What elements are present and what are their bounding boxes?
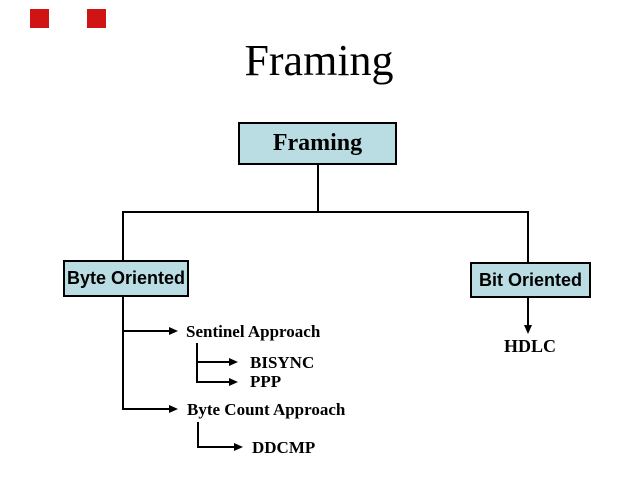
arrowhead-right-icon (169, 405, 178, 413)
label-bisync: BISYNC (250, 353, 315, 372)
sentinel-children-vertical-line (196, 343, 198, 383)
ppp-branch-line (196, 381, 230, 383)
root-node-label: Framing (272, 130, 363, 156)
bisync-branch-line (196, 361, 230, 363)
red-square-decoration (87, 9, 106, 28)
root-node-box: Framing (238, 122, 397, 165)
byte-drop-line (122, 211, 124, 260)
bit-oriented-label: Bit Oriented (478, 269, 582, 290)
ddcmp-branch-line (197, 446, 235, 448)
bit-oriented-node-box: Bit Oriented (470, 262, 591, 298)
byte-subtree-vertical-line (122, 297, 124, 410)
arrowhead-right-icon (234, 443, 243, 451)
byte-oriented-node-box: Byte Oriented (63, 260, 189, 297)
hdlc-arrow-line (527, 298, 529, 326)
slide-title: Framing (244, 36, 394, 85)
label-byte-count-approach: Byte Count Approach (187, 400, 346, 419)
sentinel-branch-line (122, 330, 170, 332)
label-hdlc: HDLC (504, 336, 557, 356)
byte-count-branch-line (122, 408, 170, 410)
arrowhead-down-icon (524, 325, 532, 334)
byte-count-child-vertical-line (197, 422, 199, 448)
label-ddcmp: DDCMP (252, 438, 316, 457)
label-ppp: PPP (250, 372, 282, 391)
branch-horizontal-line (122, 211, 529, 213)
label-sentinel-approach: Sentinel Approach (186, 322, 321, 341)
arrowhead-right-icon (229, 358, 238, 366)
red-square-decoration (30, 9, 49, 28)
arrowhead-right-icon (169, 327, 178, 335)
byte-oriented-label: Byte Oriented (66, 268, 186, 288)
bit-drop-line (527, 211, 529, 262)
root-stem-line (317, 165, 319, 212)
arrowhead-right-icon (229, 378, 238, 386)
